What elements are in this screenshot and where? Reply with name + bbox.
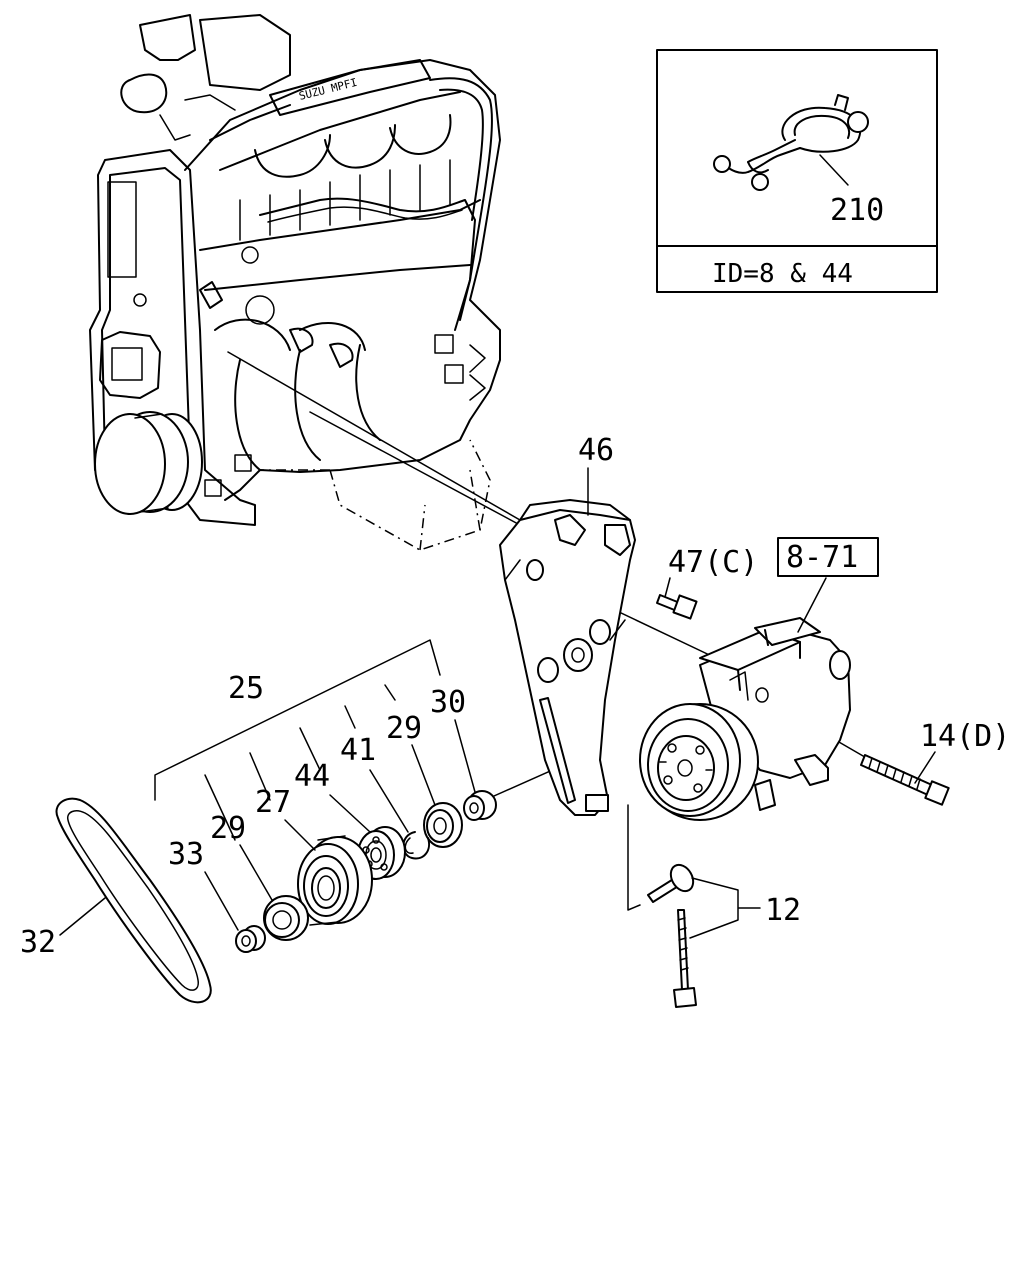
label-33: 33 — [168, 837, 204, 872]
engine-assembly: SUZU MPFI — [89, 14, 501, 551]
collar-33 — [235, 925, 266, 953]
idler-pulley-kit — [154, 639, 497, 953]
inset-panel: 210 ID=8 & 44 — [656, 49, 938, 293]
washer-29-upper — [423, 802, 463, 848]
label-14: 14(D) — [920, 719, 1010, 754]
ac-compressor — [639, 617, 851, 821]
label-8-71: 8-71 — [786, 540, 858, 575]
leader-14 — [914, 751, 936, 784]
label-41: 41 — [340, 733, 376, 768]
clip-part-210 — [713, 94, 869, 191]
label-27: 27 — [255, 785, 291, 820]
bolt-47 — [656, 594, 698, 620]
leader-41 — [369, 769, 409, 833]
label-46: 46 — [578, 433, 614, 468]
leader-30 — [454, 719, 476, 793]
label-12: 12 — [765, 893, 801, 928]
inset-part-label: 210 — [830, 193, 884, 228]
leader-33 — [204, 871, 239, 931]
leader-8-71 — [797, 577, 827, 633]
inset-caption: ID=8 & 44 — [712, 259, 853, 289]
label-25: 25 — [228, 671, 264, 706]
leader-47 — [664, 577, 671, 598]
drive-belt-32 — [55, 797, 212, 1004]
label-32: 32 — [20, 925, 56, 960]
washer-29-lower — [263, 895, 309, 941]
ref-box-8-71 — [777, 537, 879, 577]
leader-29-lower — [239, 844, 273, 901]
pulley-27 — [297, 835, 373, 926]
bracket-46 — [499, 499, 636, 816]
leader-44 — [329, 794, 371, 833]
label-47: 47(C) — [668, 545, 758, 580]
label-29-lower: 29 — [210, 811, 246, 846]
snap-ring-41 — [402, 831, 430, 860]
bolt-14 — [860, 754, 950, 806]
label-44: 44 — [294, 759, 330, 794]
bolts-12 — [647, 863, 697, 1008]
label-29-upper: 29 — [386, 711, 422, 746]
leader-27 — [284, 819, 316, 851]
label-30: 30 — [430, 685, 466, 720]
leader-29-upper — [411, 744, 436, 806]
leader-12 — [689, 877, 761, 939]
leader-32 — [59, 897, 106, 936]
bushing-30 — [463, 790, 497, 821]
